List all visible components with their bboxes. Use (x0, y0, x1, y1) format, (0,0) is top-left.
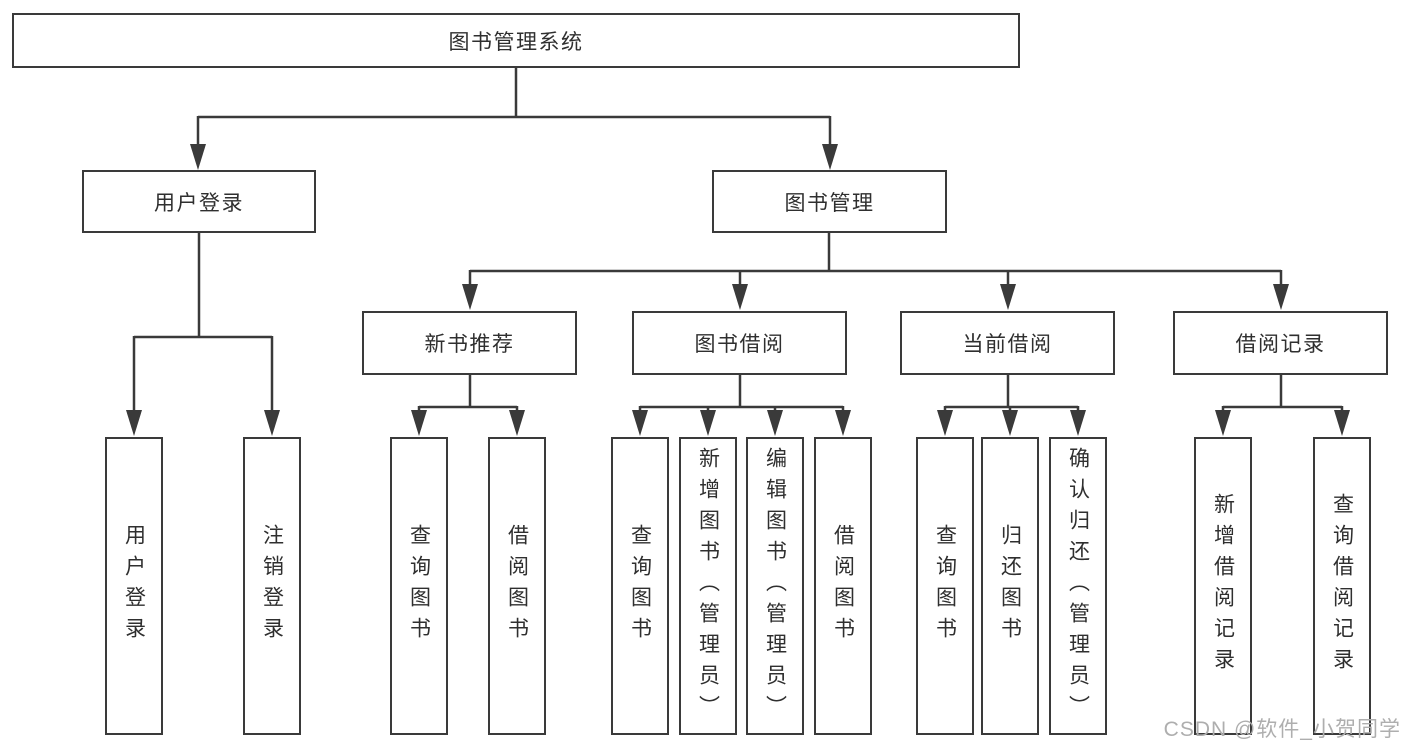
leaf-label: 注销登录 (260, 524, 284, 648)
leaf-label: 确认归还（管理员） (1066, 446, 1090, 726)
node-borrow-records: 借阅记录 (1173, 311, 1388, 375)
leaf-label: 归还图书 (998, 524, 1022, 648)
leaf-label: 编辑图书（管理员） (763, 446, 787, 726)
leaf-logout: 注销登录 (243, 437, 301, 735)
watermark: CSDN @软件_小贺同学 (1163, 718, 1401, 741)
node-new-book-recommend: 新书推荐 (362, 311, 577, 375)
leaf-label: 查询图书 (407, 524, 431, 648)
node-user-login: 用户登录 (82, 170, 316, 233)
node-label: 借阅记录 (1235, 333, 1326, 356)
node-label: 图书管理系统 (448, 30, 584, 54)
node-label: 用户登录 (154, 191, 244, 215)
leaf-label: 查询图书 (628, 524, 652, 648)
node-label: 图书管理 (784, 191, 875, 215)
node-library-system: 图书管理系统 (12, 13, 1020, 68)
node-label: 图书借阅 (694, 333, 785, 356)
leaf-borrow-book: 借阅图书 (814, 437, 872, 735)
leaf-query-book-recommend: 查询图书 (390, 437, 448, 735)
leaf-add-book-admin: 新增图书（管理员） (679, 437, 737, 735)
leaf-label: 借阅图书 (505, 524, 529, 648)
leaf-label: 借阅图书 (831, 524, 855, 648)
leaf-label: 查询图书 (933, 524, 957, 648)
node-current-borrow: 当前借阅 (900, 311, 1115, 375)
node-label: 当前借阅 (962, 333, 1053, 356)
leaf-edit-book-admin: 编辑图书（管理员） (746, 437, 804, 735)
leaf-confirm-return-admin: 确认归还（管理员） (1049, 437, 1107, 735)
leaf-query-borrow-record: 查询借阅记录 (1313, 437, 1371, 735)
leaf-add-borrow-record: 新增借阅记录 (1194, 437, 1252, 735)
leaf-query-book-current: 查询图书 (916, 437, 974, 735)
node-book-management: 图书管理 (712, 170, 947, 233)
leaf-return-book: 归还图书 (981, 437, 1039, 735)
leaf-label: 查询借阅记录 (1330, 493, 1354, 679)
leaf-label: 新增图书（管理员） (696, 446, 720, 726)
leaf-user-login: 用户登录 (105, 437, 163, 735)
node-book-borrow: 图书借阅 (632, 311, 847, 375)
leaf-query-book-borrow: 查询图书 (611, 437, 669, 735)
leaf-borrow-book-recommend: 借阅图书 (488, 437, 546, 735)
leaf-label: 用户登录 (122, 524, 146, 648)
node-label: 新书推荐 (424, 333, 515, 356)
leaf-label: 新增借阅记录 (1211, 493, 1235, 679)
